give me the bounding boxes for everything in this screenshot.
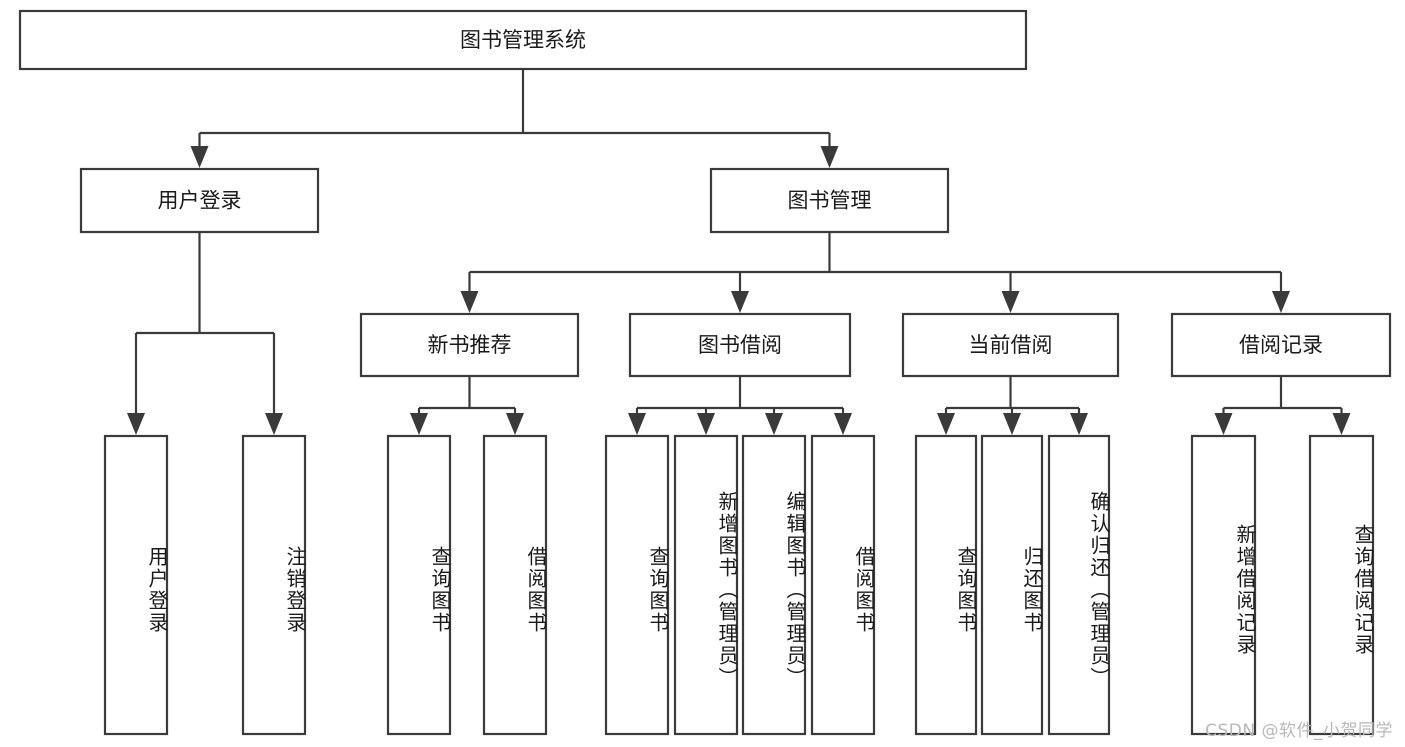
arrow-head-icon-leaf-4-1 [1332, 413, 1351, 435]
connector-layer [127, 69, 1351, 435]
node-label-root: 图书管理系统 [460, 28, 586, 52]
arrow-head-icon-level1-1 [820, 146, 839, 168]
node-box-level1-0[interactable] [79, 167, 320, 234]
node-box-leaf-5[interactable] [673, 434, 739, 736]
node-box-level2-0[interactable] [359, 312, 580, 378]
node-box-leaf-1[interactable] [241, 434, 307, 736]
node-box-leaf-0[interactable] [103, 434, 169, 736]
arrow-head-icon-level2-3 [1272, 291, 1290, 313]
node-label-level2-3: 借阅记录 [1239, 333, 1323, 357]
arrow-head-icon-leaf-2-3 [834, 413, 852, 435]
node-box-level2-2[interactable] [901, 312, 1120, 378]
node-label-level2-0: 新书推荐 [428, 333, 512, 357]
arrow-head-icon-leaf-4-0 [1214, 413, 1233, 435]
node-box-leaf-7[interactable] [810, 434, 876, 736]
arrow-head-icon-leaf-0-1 [265, 413, 283, 435]
node-box-leaf-6[interactable] [741, 434, 807, 736]
node-box-leaf-9[interactable] [980, 434, 1044, 736]
node-box-layer [18, 9, 1392, 736]
node-box-leaf-12[interactable] [1308, 434, 1375, 736]
arrow-head-icon-level2-2 [1001, 291, 1020, 313]
node-box-leaf-11[interactable] [1190, 434, 1257, 736]
watermark-text: CSDN @软件_小贺同学 [1205, 721, 1393, 741]
node-label-level1-0: 用户登录 [158, 189, 242, 213]
arrow-head-icon-leaf-3-0 [937, 413, 955, 435]
arrow-head-icon-leaf-3-2 [1070, 413, 1088, 435]
arrow-head-icon-level1-0 [190, 146, 209, 168]
node-label-level2-2: 当前借阅 [969, 333, 1053, 357]
arrow-head-icon-leaf-1-1 [506, 413, 524, 435]
node-label-level2-1: 图书借阅 [698, 333, 782, 357]
node-box-root[interactable] [18, 9, 1028, 71]
arrow-head-icon-leaf-2-2 [765, 413, 783, 435]
arrow-head-icon-leaf-2-0 [628, 413, 646, 435]
node-box-level1-1[interactable] [709, 167, 950, 234]
arrow-head-icon-leaf-2-1 [697, 413, 715, 435]
node-box-leaf-4[interactable] [604, 434, 670, 736]
arrow-head-icon-leaf-0-0 [127, 413, 145, 435]
arrow-head-icon-leaf-1-0 [410, 413, 428, 435]
arrow-head-icon-level2-0 [460, 291, 479, 313]
node-box-leaf-10[interactable] [1047, 434, 1111, 736]
node-box-level2-1[interactable] [628, 312, 852, 378]
node-box-level2-3[interactable] [1170, 312, 1392, 378]
node-box-leaf-3[interactable] [482, 434, 548, 736]
node-label-level1-1: 图书管理 [788, 189, 872, 213]
node-box-leaf-8[interactable] [914, 434, 978, 736]
arrow-head-icon-level2-1 [731, 291, 749, 313]
node-box-leaf-2[interactable] [386, 434, 452, 736]
arrow-head-icon-leaf-3-1 [1003, 413, 1021, 435]
